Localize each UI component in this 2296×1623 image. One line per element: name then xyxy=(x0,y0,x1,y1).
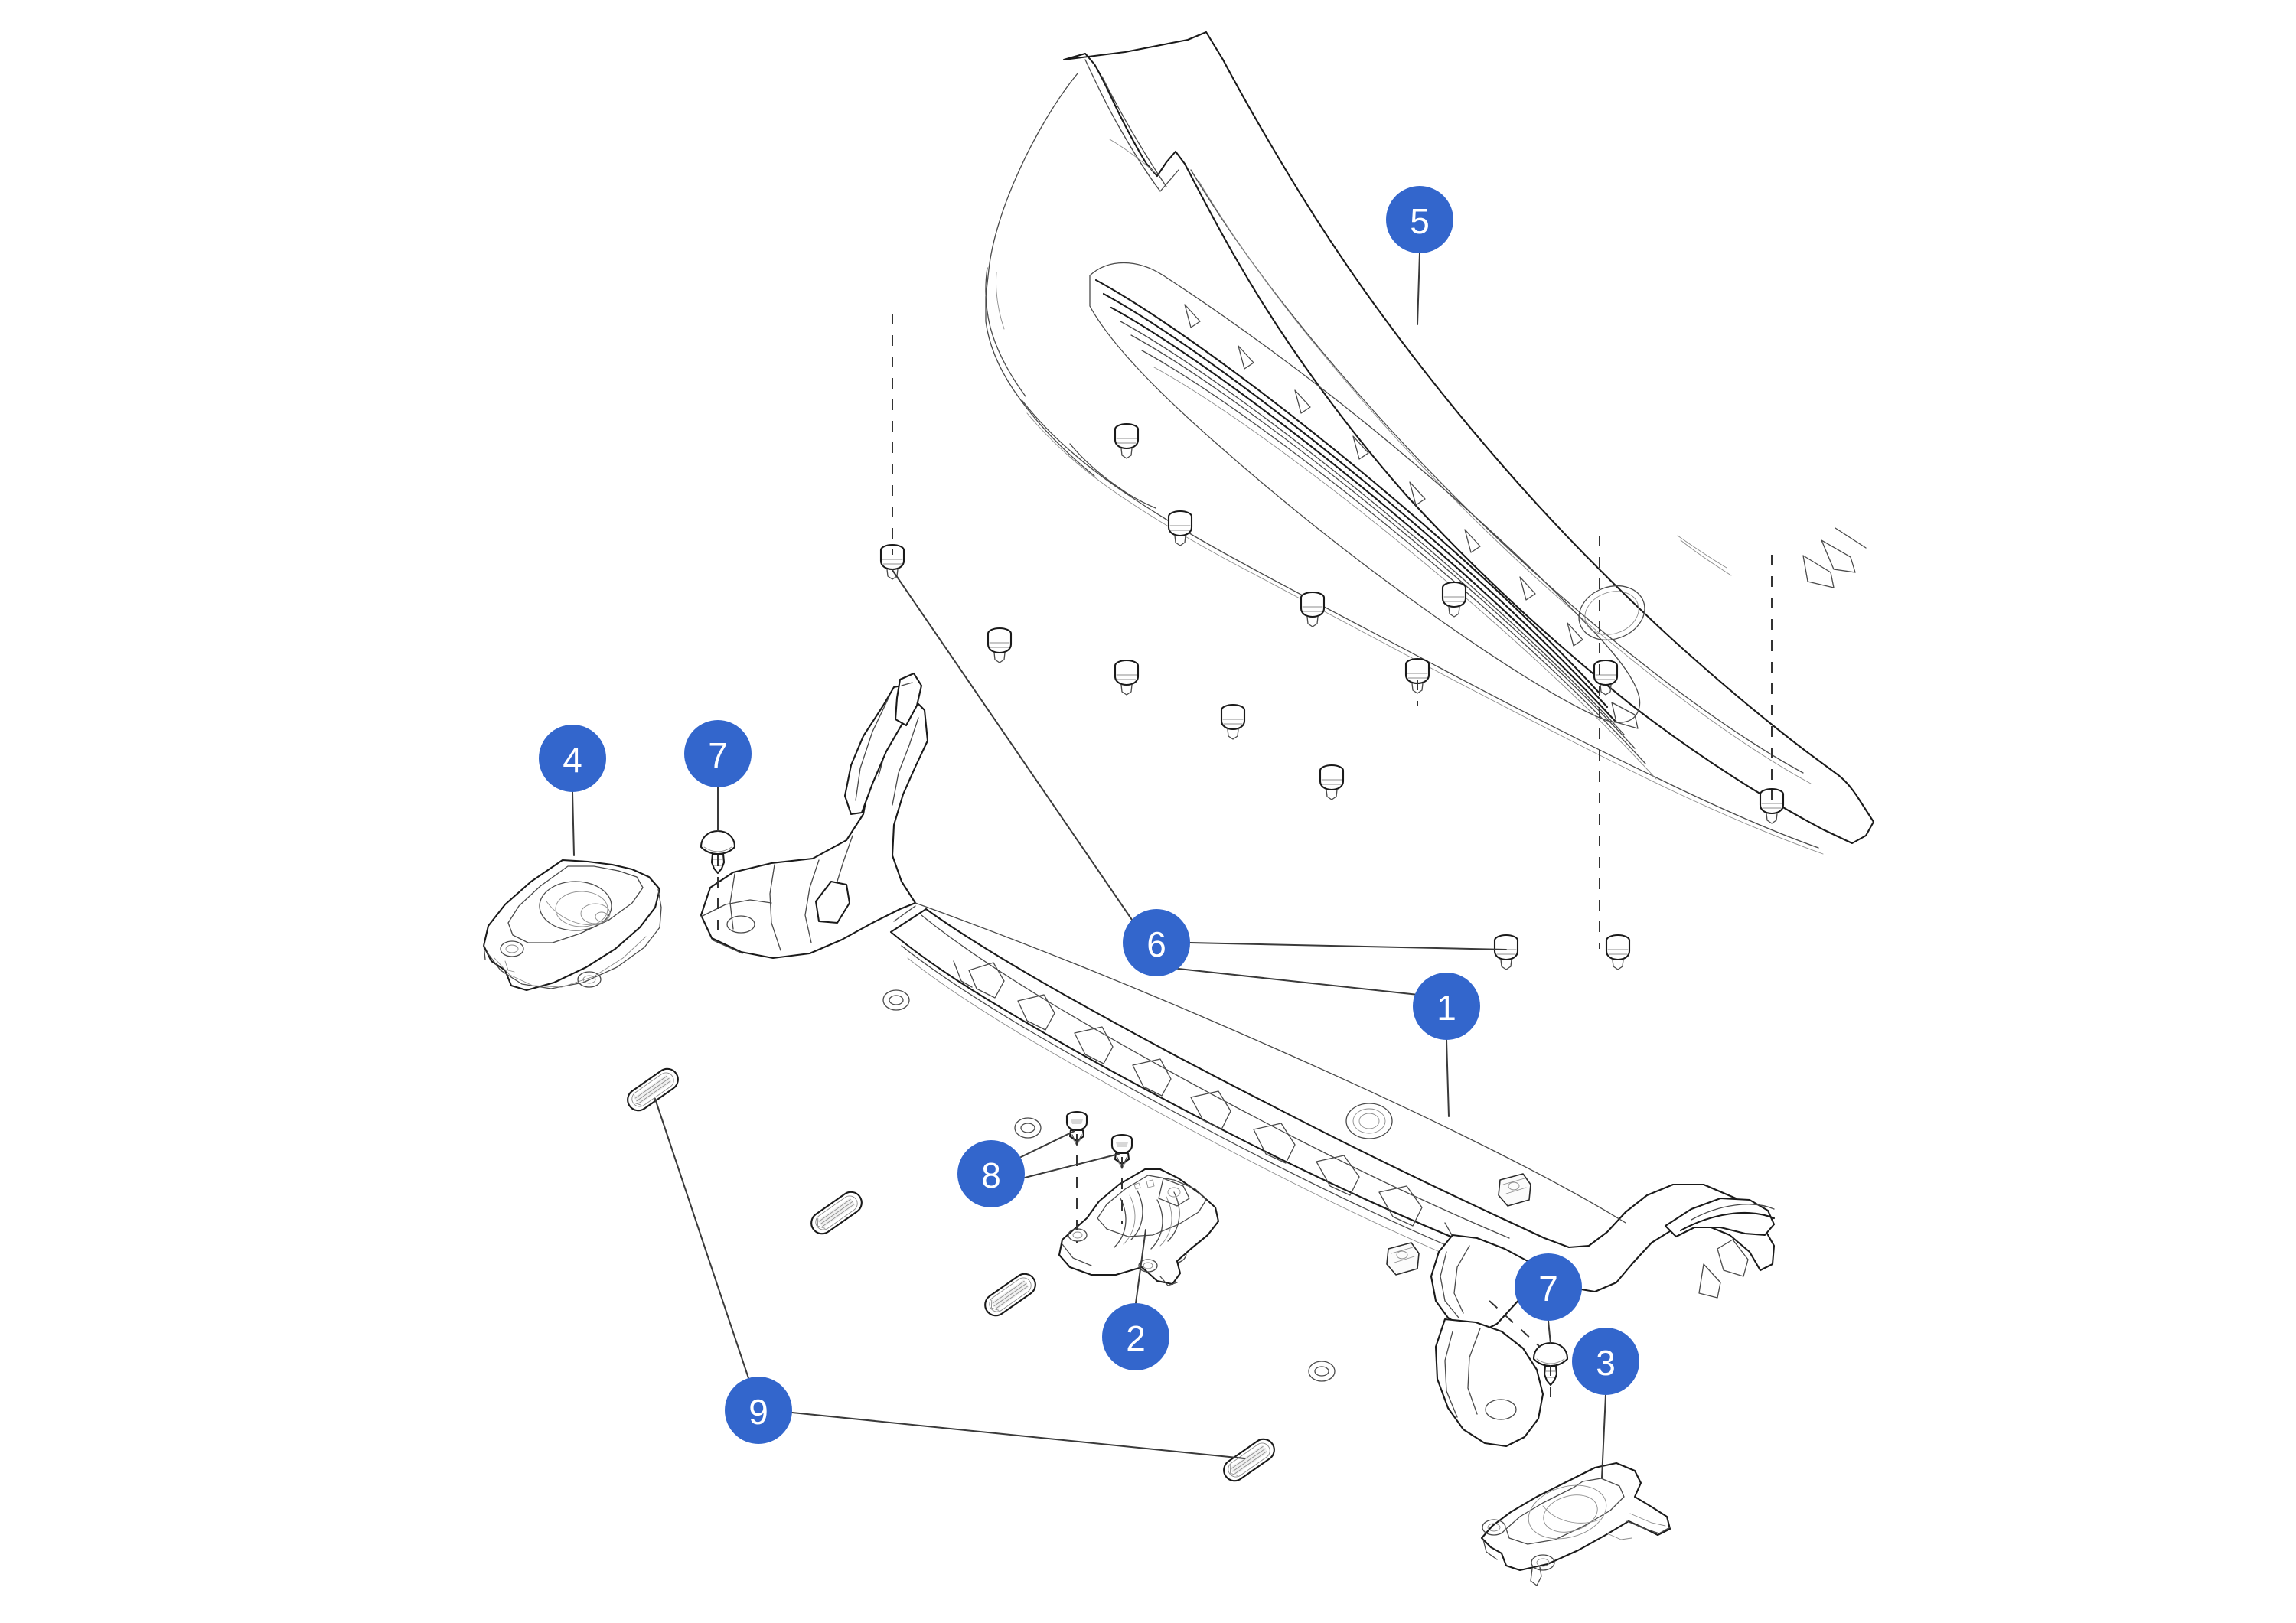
callout-4-label: 4 xyxy=(563,740,582,780)
oval-grommets-group xyxy=(624,1064,1279,1484)
motor-cover-recess xyxy=(1528,1484,1607,1540)
leader-9-b xyxy=(791,1412,1245,1459)
pivot-cover-bolt-hole-left xyxy=(500,940,524,957)
callout-leader-lines xyxy=(572,253,1606,1478)
leader-7-right xyxy=(1548,1320,1551,1344)
callout-1[interactable]: 1 xyxy=(1413,973,1480,1040)
plenum-left-bolt-hole xyxy=(726,915,755,934)
leader-2 xyxy=(1135,1229,1146,1304)
leader-3 xyxy=(1601,1394,1606,1478)
plenum-ribs xyxy=(953,960,1478,1257)
leader-9-a xyxy=(654,1098,749,1379)
callout-2-label: 2 xyxy=(1126,1318,1146,1358)
leader-6-a xyxy=(892,569,1133,921)
callout-3[interactable]: 3 xyxy=(1572,1328,1639,1395)
motor-cover-bolt-hole-left xyxy=(1482,1519,1506,1536)
push-clip[interactable] xyxy=(1493,934,1519,970)
callout-9[interactable]: 9 xyxy=(725,1377,792,1444)
push-clip[interactable] xyxy=(1441,581,1467,618)
leader-6-b xyxy=(1189,942,1507,950)
leader-4 xyxy=(572,791,575,856)
plenum-cage-nuts xyxy=(1386,1173,1531,1276)
motor-cover-bolt-hole-right xyxy=(1531,1554,1555,1571)
fir-tree-clips-group xyxy=(1065,1110,1133,1169)
part-cowl-plenum-panel[interactable] xyxy=(700,672,1776,1448)
push-clip[interactable] xyxy=(1114,422,1140,459)
push-clip[interactable] xyxy=(987,627,1013,663)
mushroom-clip-right[interactable] xyxy=(1532,1341,1569,1387)
callout-1-label: 1 xyxy=(1437,988,1456,1028)
callout-7-left-label: 7 xyxy=(708,735,728,775)
callout-8[interactable]: 8 xyxy=(957,1140,1025,1207)
bracket-bolt-hole-right xyxy=(1138,1259,1158,1273)
leader-8-a xyxy=(1020,1130,1075,1158)
plenum-right-bolt-hole xyxy=(1485,1399,1517,1420)
push-clips-group xyxy=(879,422,1785,970)
oval-grommet[interactable] xyxy=(981,1269,1040,1319)
push-clip[interactable] xyxy=(1319,764,1345,800)
callout-5-label: 5 xyxy=(1410,201,1430,241)
pivot-cover-bolt-hole-right xyxy=(577,971,602,988)
callout-badges: 1 2 3 4 5 6 7 7 xyxy=(539,186,1639,1444)
leader-1-b xyxy=(1156,966,1419,996)
oval-grommet[interactable] xyxy=(624,1064,683,1114)
push-clip[interactable] xyxy=(1220,703,1246,740)
callout-7-right-label: 7 xyxy=(1538,1269,1558,1309)
vent-louvers xyxy=(1089,262,1657,780)
callout-7-right[interactable]: 7 xyxy=(1515,1253,1582,1321)
part-right-wiper-motor-cover[interactable] xyxy=(1480,1462,1671,1586)
push-clip[interactable] xyxy=(1300,591,1326,627)
mushroom-clip-left[interactable] xyxy=(700,829,736,875)
callout-8-label: 8 xyxy=(981,1155,1001,1195)
callout-4[interactable]: 4 xyxy=(539,725,606,792)
part-wiper-linkage-bracket[interactable] xyxy=(1058,1168,1220,1286)
washer-nozzle-hole xyxy=(1578,585,1645,640)
wiper-pivot-opening xyxy=(539,881,612,931)
plenum-drain-hole xyxy=(1345,1103,1393,1139)
callout-7-left[interactable]: 7 xyxy=(684,720,752,787)
push-clip[interactable] xyxy=(1605,934,1631,970)
leader-1-a xyxy=(1446,1039,1450,1117)
fir-tree-clip[interactable] xyxy=(1065,1110,1088,1146)
push-clip[interactable] xyxy=(1167,510,1193,546)
oval-grommet[interactable] xyxy=(1220,1435,1279,1484)
callout-6-label: 6 xyxy=(1146,924,1166,964)
washer-nozzle-hole-inner xyxy=(1584,591,1639,635)
callout-6[interactable]: 6 xyxy=(1123,909,1190,976)
mushroom-clips-group xyxy=(700,829,1569,1387)
leader-8-b xyxy=(1024,1153,1120,1178)
part-left-wiper-pivot-cover[interactable] xyxy=(482,859,662,992)
assembly-alignment-lines xyxy=(717,314,1773,1406)
callout-3-label: 3 xyxy=(1596,1343,1616,1383)
callout-2[interactable]: 2 xyxy=(1102,1303,1169,1370)
callout-9-label: 9 xyxy=(748,1392,768,1432)
part-cowl-vent-grille-panel[interactable] xyxy=(985,31,1875,855)
leader-5 xyxy=(1417,253,1420,325)
callout-5[interactable]: 5 xyxy=(1386,186,1453,253)
push-clip[interactable] xyxy=(1114,659,1140,696)
oval-grommet[interactable] xyxy=(807,1188,866,1237)
